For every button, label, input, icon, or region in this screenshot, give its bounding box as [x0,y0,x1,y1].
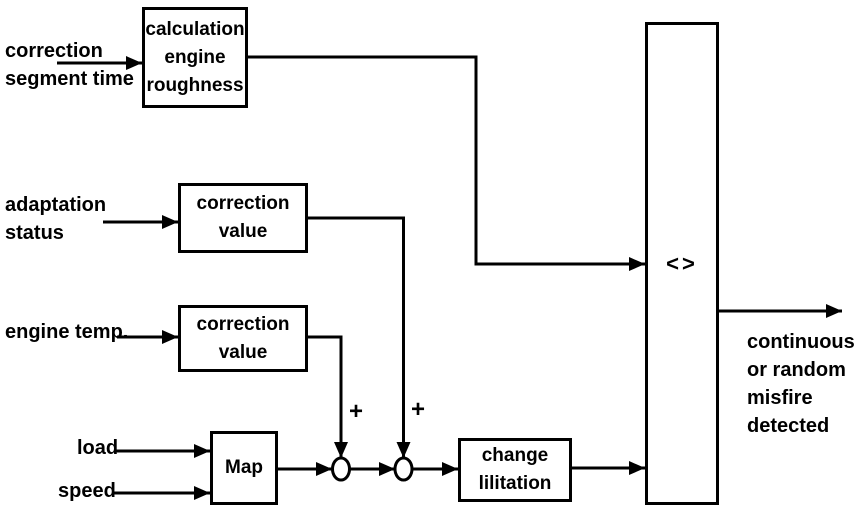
input-label-speed: speed [58,480,116,502]
block-calculation-engine-roughness: calculation engine roughness [142,7,248,108]
comparator-symbol: <> [666,250,698,276]
input-label-adaptation-status: adaptation status [5,194,107,244]
block-comparator: <> [645,22,719,505]
block-change-limitation-label: change lilitation [478,445,552,494]
input-label-engine-temp: engine temp. [5,321,129,343]
summing-junction-left [331,456,351,482]
plus-sign-left: + [349,398,364,425]
summing-junction-right [393,456,414,482]
output-label-misfire-detected: continuous or random misfire detected [747,331,855,437]
plus-sign-right: + [411,396,426,423]
block-correction-value-top-label: correction value [196,193,290,242]
block-calculation-engine-roughness-label: calculation engine roughness [145,18,245,96]
block-correction-value-top: correction value [178,183,308,253]
arrow-correction-top-to-junction-right [308,216,411,458]
arrow-correction-bottom-to-junction-left [308,335,348,458]
block-map: Map [210,431,278,505]
block-map-label: Map [225,457,263,478]
arrow-calculation-to-comparator [248,55,645,271]
input-label-load: load [77,437,119,459]
block-correction-value-bottom: correction value [178,305,308,372]
block-correction-value-bottom-label: correction value [196,313,290,363]
input-label-correction-segment-time: correction segment time [5,40,134,90]
block-change-limitation: change lilitation [458,438,572,502]
